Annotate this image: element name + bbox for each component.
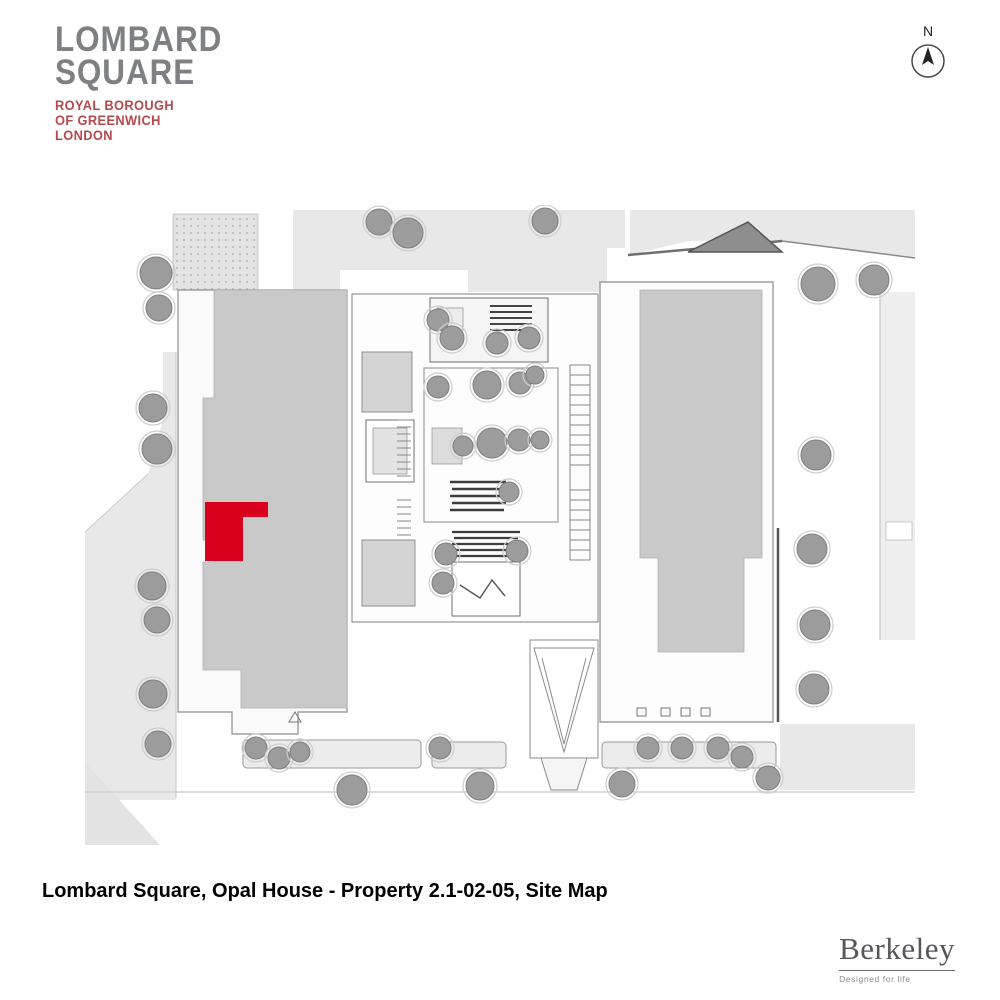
lombard-square-logo: LOMBARD SQUARE ROYAL BOROUGH OF GREENWIC… [55,20,241,143]
right-building [599,281,780,723]
site-plan [85,205,915,850]
logo-subtitle-line3: LONDON [55,128,113,144]
logo-subtitle-line2: OF GREENWICH [55,113,161,129]
map-caption: Lombard Square, Opal House - Property 2.… [42,880,608,902]
compass-label: N [923,23,933,39]
berkeley-logo: Berkeley Designed for life [839,931,955,984]
logo-title-line1: LOMBARD [55,20,223,59]
logo-subtitle-line1: ROYAL BOROUGH [55,98,174,114]
logo-subtitle: ROYAL BOROUGH OF GREENWICH LONDON [55,98,232,143]
logo-title-line2: SQUARE [55,52,196,92]
highlighted-unit [205,502,268,561]
logo-title: LOMBARD SQUARE [55,20,223,92]
berkeley-tagline: Designed for life [839,974,911,984]
berkeley-brand-text: Berkeley [839,931,955,971]
canopy-structure [687,221,784,253]
north-arrow-icon [922,47,934,65]
trees-layer [134,205,893,809]
north-compass: N [911,23,945,78]
center-buildings [351,293,599,623]
